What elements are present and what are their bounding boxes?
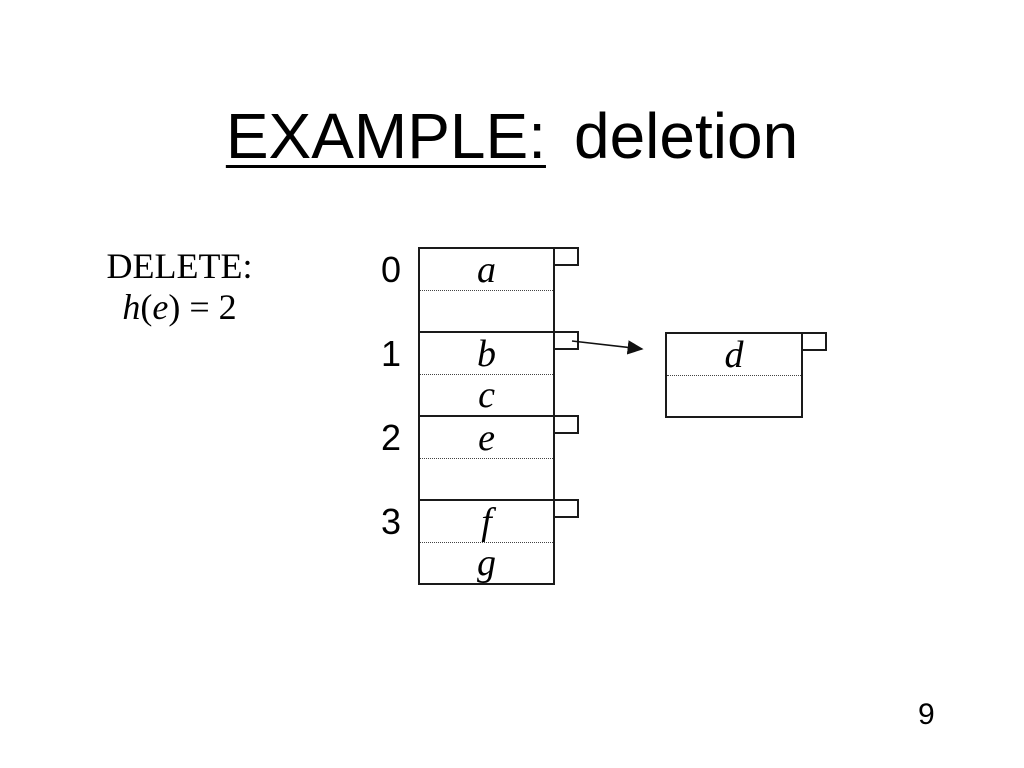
bucket-3-slot-1: f xyxy=(420,501,553,543)
bucket-0-index-label: 0 xyxy=(380,249,402,290)
paren-close: ) xyxy=(168,287,181,328)
bucket-1-index-label: 1 xyxy=(380,333,402,374)
page-number: 9 xyxy=(918,698,935,731)
overflow-pointer-tab xyxy=(801,332,827,351)
overflow-slot-1: d xyxy=(667,334,801,376)
overflow-bucket: d xyxy=(665,332,827,418)
bucket-1-pointer-tab xyxy=(553,331,579,350)
hash-bucket-0: 0 a xyxy=(381,247,579,333)
bucket-0-slot-2 xyxy=(420,291,553,331)
hash-bucket-1: 1 b c xyxy=(381,331,579,417)
bucket-1-slot-2: c xyxy=(478,374,495,416)
bucket-3-index-label: 3 xyxy=(380,501,402,542)
overflow-slot-2 xyxy=(667,376,801,416)
delete-annotation: DELETE: h(e)=2 xyxy=(92,246,267,329)
hash-function-symbol: h xyxy=(122,287,141,328)
title-highlight: EXAMPLE: xyxy=(225,100,546,172)
overflow-pointer-arrow xyxy=(571,340,644,355)
slide-title: EXAMPLE:deletion xyxy=(0,104,1024,168)
hash-expression: h(e)=2 xyxy=(92,287,267,328)
title-rest: deletion xyxy=(573,100,799,172)
hash-bucket-2: 2 e xyxy=(381,415,579,501)
hash-value: 2 xyxy=(218,287,237,328)
equals-sign: = xyxy=(189,287,210,328)
bucket-2-pointer-tab xyxy=(553,415,579,434)
hash-bucket-3: 3 f g xyxy=(381,499,579,585)
paren-open: ( xyxy=(140,287,153,328)
hash-argument: e xyxy=(152,287,169,328)
bucket-2-slot-1: e xyxy=(420,417,553,459)
bucket-0-slot-1: a xyxy=(420,249,553,291)
bucket-2-index-label: 2 xyxy=(380,417,402,458)
bucket-2-slot-2 xyxy=(420,459,553,499)
hash-table-diagram: 0 a 1 b c 2 e 3 f g xyxy=(381,247,579,585)
bucket-3-pointer-tab xyxy=(553,499,579,518)
bucket-3-slot-2: g xyxy=(477,542,496,584)
delete-heading: DELETE: xyxy=(106,246,253,286)
bucket-0-pointer-tab xyxy=(553,247,579,266)
bucket-1-slot-1: b xyxy=(420,333,553,375)
